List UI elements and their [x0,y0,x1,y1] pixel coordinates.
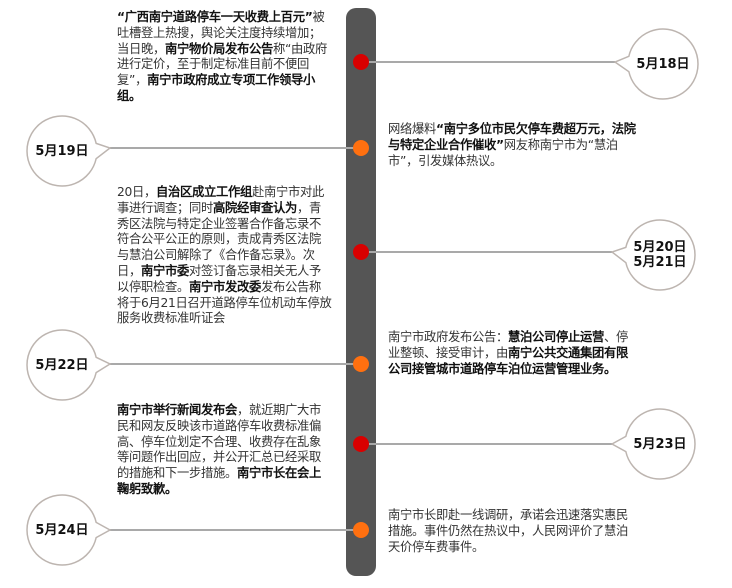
highlighted-text: 南宁物价局发布公告 [165,41,273,56]
orange-timeline-dot [353,356,369,372]
date-bubble [26,494,112,566]
date-text: 5月21日 [633,255,687,270]
body-text: ，青秀区法院与特定企业签署合作备忘录不符合公平公正的原则，责成青秀区法院与慧泊公… [117,200,321,278]
date-text: 5月23日 [633,436,687,452]
highlighted-text: 自治区成立工作组 [156,185,253,199]
body-text: 发布公告称将于6月21日召开道路停车位机动车停放服务收费标准听证会 [117,279,332,326]
body-text: 南宁市长即赴一线调研，承诺会迅速落实惠民措施。事件仍然在热议中，人民网评价了慧泊… [388,508,628,554]
date-label: 5月19日 [22,144,102,159]
highlighted-text: 南宁市政府成立专项工作领导小组。 [117,73,316,103]
highlighted-text: 南宁市发改委 [188,279,261,294]
red-timeline-dot [353,436,369,452]
body-text: 网络爆料 [388,122,436,136]
highlighted-text: “南宁多位市民欠停车费超万元，法院与特定企业合作催收” [388,122,636,152]
date-bubble [613,28,699,100]
highlighted-text: 南宁公共交通集团有限公司接管城市道路停车泊位运营管理业务。 [388,345,628,376]
body-text: 网友称南宁市为“慧泊市”，引发媒体热议。 [388,137,618,168]
body-text: 、停业整顿、接受审计，由 [388,330,628,360]
body-text: 南宁市政府发布公告： [388,330,508,344]
date-bubble [26,329,112,401]
date-label: 5月22日 [22,358,102,373]
event-description: 20日，自治区成立工作组赴南宁市对此事进行调查；同时高院经审查认为，青秀区法院与… [117,185,332,327]
event-description: 网络爆料“南宁多位市民欠停车费超万元，法院与特定企业合作催收”网友称南宁市为“慧… [388,122,638,169]
highlighted-text: 南宁市举行新闻发布会 [117,403,237,417]
date-text: 5月18日 [636,56,690,72]
date-bubble [610,219,696,291]
date-label: 5月24日 [22,523,102,538]
highlighted-text: 南宁市委 [141,263,189,278]
date-bubble [26,115,112,187]
body-text: 被吐槽登上热搜，舆论关注度持续增加；当日晚， [117,10,325,56]
highlighted-text: 南宁市长在会上鞠躬致歉。 [117,466,321,496]
date-label: 5月18日 [623,57,703,72]
highlighted-text: 高院经审查认为 [212,200,297,215]
date-text: 5月20日 [633,240,687,255]
date-label: 5月23日 [620,437,700,452]
event-description: 南宁市举行新闻发布会，就近期广大市民和网友反映该市道路停车收费标准偏高、停车位划… [117,403,332,498]
red-timeline-dot [353,244,369,260]
highlighted-text: “广西南宁道路停车一天收费上百元” [117,10,313,24]
highlighted-text: 慧泊公司停止运营 [507,330,604,344]
body-text: 赴南宁市对此事进行调查；同时 [117,185,325,215]
body-text: ，就近期广大市民和网友反映该市道路停车收费标准偏高、停车位划定不合理、收费存在乱… [117,403,321,481]
date-text: 5月22日 [35,357,89,373]
red-timeline-dot [353,54,369,70]
body-text: 对签订备忘录相关无人予以停职检查。 [117,263,321,294]
date-text: 5月19日 [35,143,89,159]
orange-timeline-dot [353,522,369,538]
event-description: 南宁市政府发布公告：慧泊公司停止运营、停业整顿、接受审计，由南宁公共交通集团有限… [388,330,638,377]
body-text: 称“由政府进行定价，至于制定标准目前不便回复”， [117,41,328,88]
date-bubble [610,408,696,480]
date-text: 5月24日 [35,522,89,538]
orange-timeline-dot [353,140,369,156]
event-description: “广西南宁道路停车一天收费上百元”被吐槽登上热搜，舆论关注度持续增加；当日晚，南… [117,10,332,105]
event-description: 南宁市长即赴一线调研，承诺会迅速落实惠民措施。事件仍然在热议中，人民网评价了慧泊… [388,508,638,555]
body-text: 20日， [117,185,157,199]
timeline-spine [346,8,376,576]
